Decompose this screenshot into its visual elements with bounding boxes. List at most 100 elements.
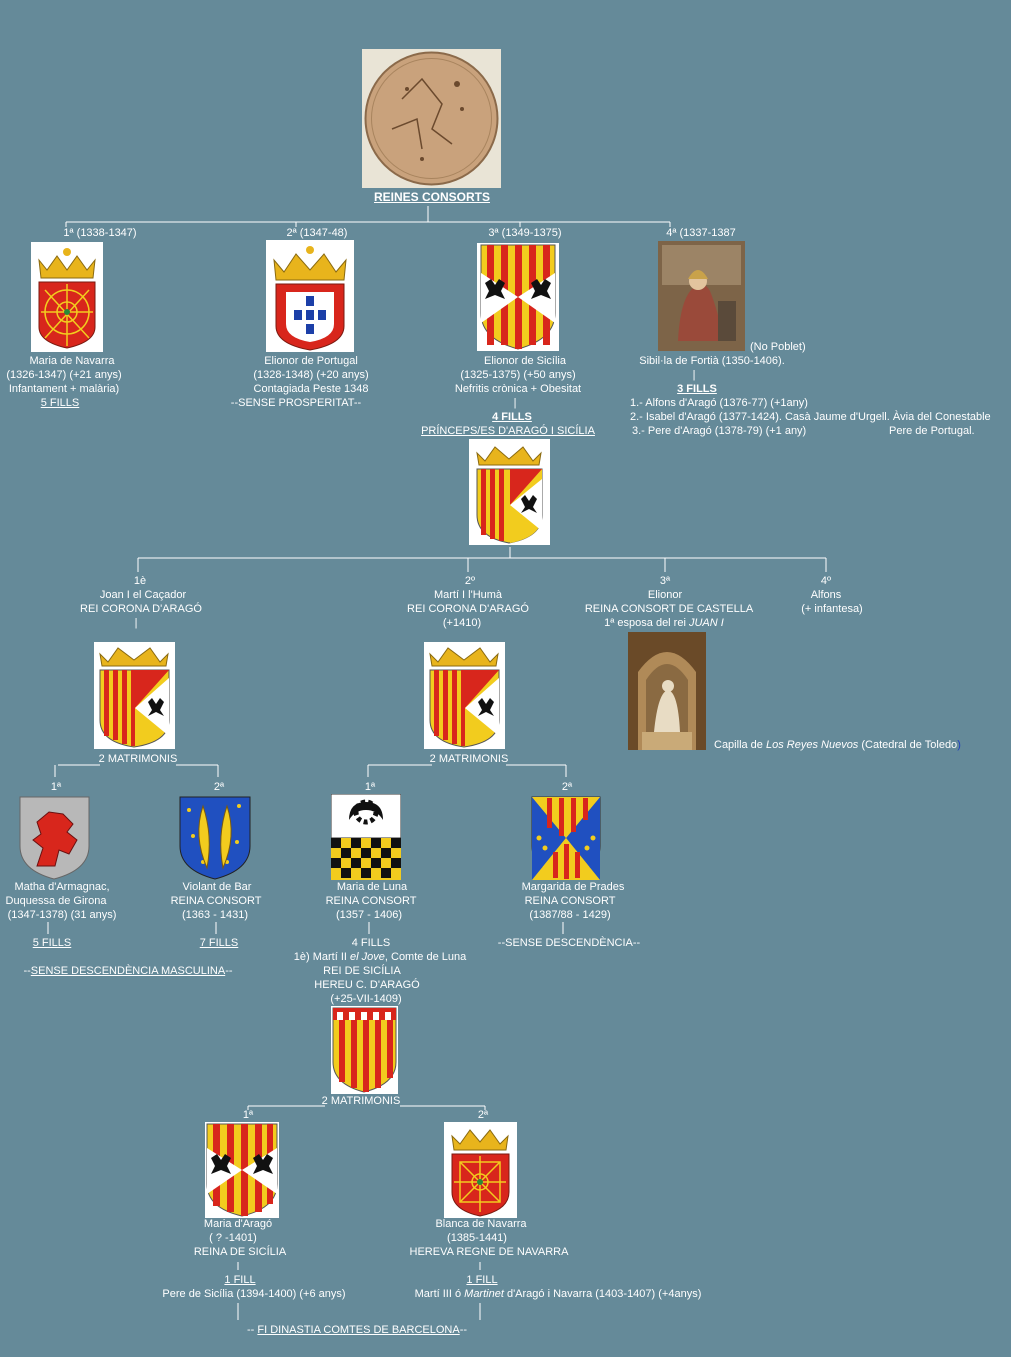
blanca-navarra-coat-of-arms-icon [444,1122,517,1218]
queen2-name: Elionor de Portugal [264,355,358,367]
queen4-connector: | [692,369,696,381]
princes-link[interactable]: PRÍNCEPS/ES D'ARAGÓ I SICÍLIA [421,425,595,437]
queen1-dates: (1326-1347) (+21 anys) [6,369,122,381]
queen1-children-link[interactable]: 5 FILLS [40,397,80,409]
jove-wife2-number: 2ª [477,1109,489,1121]
marti-jove-death: (+25-VII-1409) [330,993,402,1005]
marti-coat-of-arms-icon [424,642,505,749]
queen3-name: Elionor de Sicília [484,355,566,367]
child3-name: Elionor [647,589,683,601]
queen2-cause: Contagiada Peste 1348 [253,383,369,395]
child4-name: Alfons [810,589,842,601]
marti-wife2-title: REINA CONSORT [524,895,616,907]
joan-wife1-title: Duquessa de Girona [5,895,107,907]
joan-wife2-title: REINA CONSORT [170,895,262,907]
child4-note: (+ infantesa) [801,603,863,615]
marti-wife1-dates: (1357 - 1406) [335,909,403,921]
jove-wife1-child: Pere de Sicília (1394-1400) (+6 anys) [162,1288,346,1300]
joan-no-male-heirs: --SENSE DESCENDÈNCIA MASCULINA-- [23,965,233,977]
jove-wife1-children-link[interactable]: 1 FILL [224,1274,256,1286]
queen3-number: 3ª (1349-1375) [488,227,562,239]
marti-jove-coat-of-arms-icon [331,1006,398,1094]
medieval-map-image [362,49,501,188]
end-of-dynasty: -- FI DINASTIA COMTES DE BARCELONA-- [246,1324,468,1336]
portugal-coat-of-arms-icon [266,240,354,352]
joan-wife2-name: Violant de Bar [182,881,252,893]
queen2-dates: (1328-1348) (+20 anys) [253,369,369,381]
child1-name: Joan I el Caçador [99,589,187,601]
queen3-dates: (1325-1375) (+50 anys) [460,369,576,381]
queen3-cause: Nefritis crònica + Obesitat [454,383,582,395]
jove-wife1-dates: ( ? -1401) [209,1232,257,1244]
jove-wife1-title: REINA DE SICÍLIA [193,1246,287,1258]
queen3-connector: | [513,397,517,409]
queen4-child-1: 1.- Alfons d'Aragó (1376-77) (+1any) [630,397,808,409]
jove-wife2-child: Martí III ó Martinet d'Aragó i Navarra (… [414,1288,702,1300]
aragon-sicily-coat-of-arms-icon [469,439,550,545]
queen4-child-2-cont: Pere de Portugal. [889,425,975,437]
jove-wife2-title: HEREVA REGNE DE NAVARRA [409,1246,569,1258]
queen2-number: 2ª (1347-48) [286,227,348,239]
marti-wife2-dates: (1387/88 - 1429) [529,909,611,921]
bar-fish-coat-of-arms-icon [179,796,251,880]
queen1-name: Maria de Navarra [29,355,115,367]
luna-moon-coat-of-arms-icon [330,793,402,880]
joan-wife2-children-link[interactable]: 7 FILLS [199,937,239,949]
joan-wife1-children-link[interactable]: 5 FILLS [32,937,72,949]
prades-coat-of-arms-icon [531,796,601,880]
marti-jove-heir: HEREU C. D'ARAGÓ [314,979,420,991]
joan-wife1-number: 1ª [50,781,62,793]
no-male-heirs-link[interactable]: SENSE DESCENDÈNCIA MASCULINA [30,965,226,977]
queen1-cause: Infantament + malària) [8,383,120,395]
marti-marriages-label: 2 MATRIMONIS [429,753,509,765]
joan-wife2-number: 2ª [213,781,225,793]
marti-wife2-note: --SENSE DESCENDÈNCIA-- [497,937,641,949]
child4-number: 4º [820,575,832,587]
child2-title: REI CORONA D'ARAGÓ [407,603,529,615]
chapel-caption: Capilla de Los Reyes Nuevos (Catedral de… [714,739,961,751]
marti-wife2-name: Margarida de Prades [521,881,625,893]
jove-wife2-children-link[interactable]: 1 FILL [466,1274,498,1286]
child3-title: REINA CONSORT DE CASTELLA [584,603,754,615]
queen4-child-2: 2.- Isabel d'Aragó (1377-1424). Casà Jau… [630,411,991,423]
queen4-note: (No Poblet) [750,341,806,353]
joan-wife1-name: Matha d'Armagnac, [14,881,110,893]
marti-wife1-name: Maria de Luna [336,881,408,893]
joan-marriages-label: 2 MATRIMONIS [98,753,178,765]
child3-note: 1ª esposa del rei JUAN I [604,617,724,629]
toledo-chapel-photo [628,632,706,750]
child1-connector: | [134,617,138,629]
queen4-child-3: 3.- Pere d'Aragó (1378-79) (+1 any) [632,425,807,437]
child3-number: 3ª [659,575,671,587]
child1-title: REI CORONA D'ARAGÓ [80,603,202,615]
joan-wife2-dates: (1363 - 1431) [181,909,249,921]
jove-marriages-label: 2 MATRIMONIS [321,1095,401,1107]
jove-wife1-name: Maria d'Aragó [203,1218,273,1230]
child2-name: Martí I l'Humà [433,589,503,601]
navarra-coat-of-arms-icon [31,242,103,352]
queens-consort-title-link[interactable]: REINES CONSORTS [373,190,491,204]
queen2-note: --SENSE PROSPERITAT-- [230,397,362,409]
joan-wife1-dates: (1347-1378) (31 anys) [7,909,117,921]
queen1-number: 1ª (1338-1347) [63,227,137,239]
marti-wife1-title: REINA CONSORT [325,895,417,907]
queen4-children-link[interactable]: 3 FILLS [677,383,717,395]
armagnac-lion-coat-of-arms-icon [19,796,90,880]
sicily-coat-of-arms-icon [477,243,559,351]
marti-wife1-number: 1ª [364,781,376,793]
jove-wife1-number: 1ª [242,1109,254,1121]
queen4-name: Sibil·la de Fortià (1350-1406). [639,355,785,367]
queen4-number: 4ª (1337-1387 [666,227,736,239]
jove-wife2-dates: (1385-1441) [447,1232,507,1244]
marti-jove-title: REI DE SICÍLIA [323,965,401,977]
maria-arago-coat-of-arms-icon [205,1122,279,1218]
end-of-dynasty-link[interactable]: FI DINASTIA COMTES DE BARCELONA [257,1324,460,1336]
child1-number: 1è [133,575,147,587]
sibilla-portrait-painting [658,241,745,351]
child2-number: 2º [464,575,476,587]
marti-wife2-number: 2ª [561,781,573,793]
jove-wife2-name: Blanca de Navarra [435,1218,527,1230]
marti-wife1-children: 4 FILLS [351,937,391,949]
queen3-children-link[interactable]: 4 FILLS [492,411,532,423]
